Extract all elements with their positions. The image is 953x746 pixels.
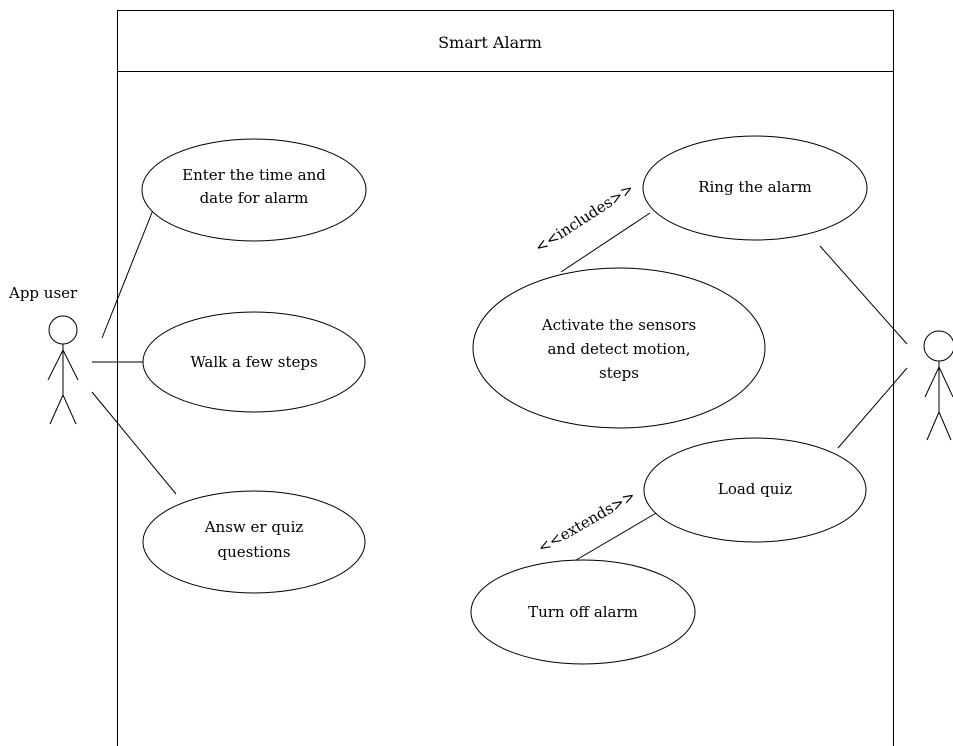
use-case-answer-quiz-line-1: Answ er quiz [204, 518, 304, 536]
actor-app-user-leg-right [62, 394, 77, 425]
association-load-quiz-actor [837, 367, 908, 449]
use-case-activate-sensors-line-1: Activate the sensors [541, 316, 696, 334]
use-case-answer-quiz: Answ er quiz questions [142, 490, 366, 594]
actor-app-user-head [48, 315, 78, 345]
use-case-turn-off-ellipse [470, 559, 696, 665]
extends-label: <<extends>> [535, 487, 639, 557]
use-case-turn-off-line-1: Turn off alarm [528, 603, 638, 621]
use-case-enter-time-line-1: Enter the time and [182, 166, 326, 184]
use-case-load-quiz-ellipse [643, 437, 867, 543]
actor-right-leg-right [938, 411, 952, 441]
use-case-ring-alarm-line-1: Ring the alarm [698, 178, 812, 196]
use-case-answer-quiz-line-2: questions [217, 543, 290, 561]
use-case-load-quiz-line-1: Load quiz [718, 480, 792, 498]
include-connector [560, 212, 651, 273]
use-case-answer-quiz-ellipse [142, 490, 366, 594]
includes-label: <<includes>> [532, 179, 637, 256]
use-case-walk-steps-line-1: Walk a few steps [190, 353, 317, 371]
use-case-activate-sensors-line-2: and detect motion, [547, 340, 690, 358]
actor-app-user-arm-right [62, 349, 79, 381]
use-case-activate-sensors-ellipse [472, 267, 766, 429]
association-user-enter-time [101, 209, 154, 339]
use-case-load-quiz: Load quiz [643, 437, 867, 543]
actor-right-head [923, 330, 953, 362]
use-case-activate-sensors: Activate the sensors and detect motion, … [472, 267, 766, 429]
use-case-activate-sensors-line-3: steps [599, 364, 639, 382]
use-case-enter-time-line-2: date for alarm [200, 189, 309, 207]
actor-app-user-arm-left [47, 349, 64, 381]
actor-app-user-leg-left [49, 394, 64, 425]
actor-app-user-label: App user [8, 284, 78, 302]
actor-right-leg-left [926, 411, 940, 441]
association-user-answer-quiz [91, 391, 177, 495]
use-case-walk-steps-ellipse [142, 311, 366, 413]
actor-right [923, 330, 953, 441]
use-case-ring-alarm-ellipse [642, 135, 868, 241]
actor-right-arm-left [924, 366, 940, 398]
use-case-enter-time-ellipse [141, 138, 367, 242]
associations [91, 209, 908, 564]
use-case-ring-alarm: Ring the alarm [642, 135, 868, 241]
actor-right-arm-right [938, 366, 953, 398]
system-title: Smart Alarm [438, 33, 542, 52]
use-case-walk-steps: Walk a few steps [142, 311, 366, 413]
actor-app-user [47, 315, 79, 425]
use-case-enter-time: Enter the time and date for alarm [141, 138, 367, 242]
use-case-turn-off: Turn off alarm [470, 559, 696, 665]
association-ring-alarm-actor [819, 245, 908, 345]
extend-connector [570, 511, 659, 564]
